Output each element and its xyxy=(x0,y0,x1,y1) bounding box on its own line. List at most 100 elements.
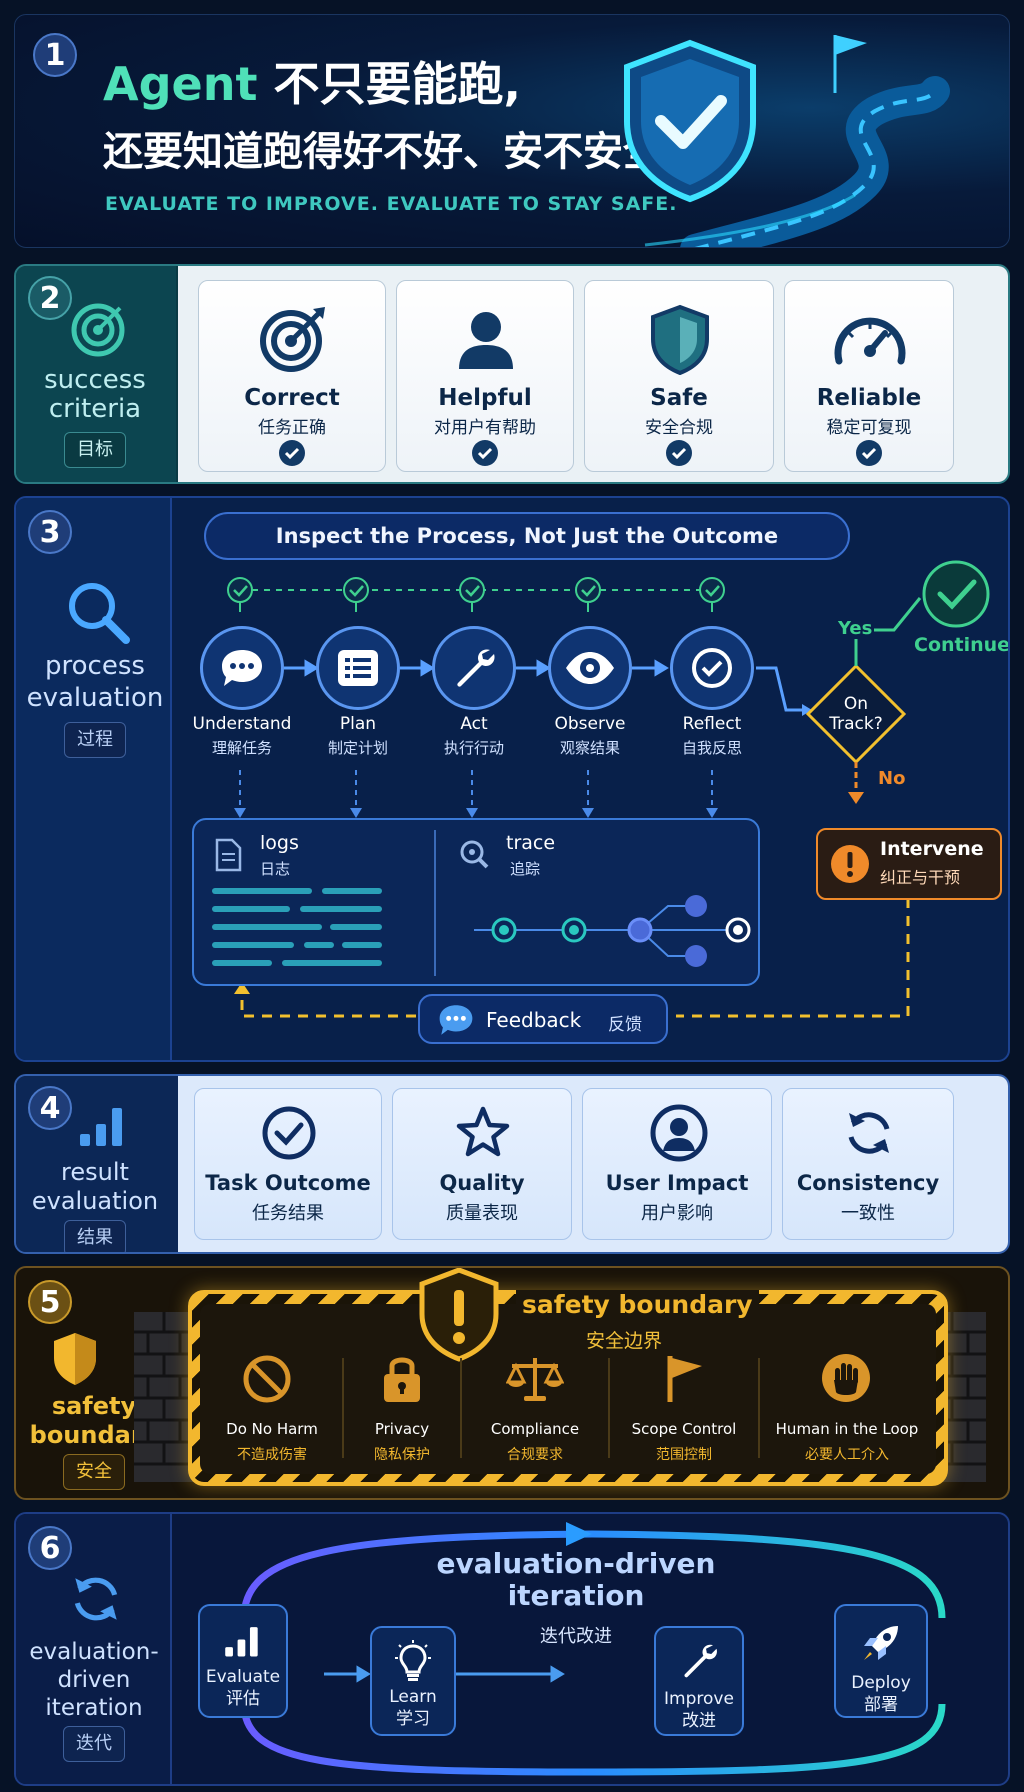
user-circle-icon xyxy=(650,1104,708,1162)
bar-chart-icon xyxy=(225,1627,258,1657)
check-icon xyxy=(472,440,498,466)
card-caption: 稳定可复现 xyxy=(826,418,912,438)
target-icon xyxy=(71,303,125,357)
iteration-step-improve: Improve 改进 xyxy=(654,1626,744,1736)
feedback-title: Feedback xyxy=(486,1008,582,1032)
search-trace-icon xyxy=(460,840,489,869)
safety-item-title: Do No Harm xyxy=(226,1420,318,1438)
card-caption: 任务结果 xyxy=(252,1203,324,1224)
iteration-step-evaluate: Evaluate 评估 xyxy=(198,1604,288,1718)
bar-chart-icon xyxy=(80,1108,122,1146)
iteration-title-line2: iteration xyxy=(507,1579,645,1612)
no-label: No xyxy=(878,768,906,789)
safety-subtitle: 安全边界 xyxy=(586,1330,663,1352)
page-title: Agent 不只要能跑, xyxy=(103,55,521,113)
result-evaluation-section: 4 result evaluation 结果 Task Outcome 任务结果… xyxy=(14,1074,1010,1254)
iteration-step-deploy: Deploy 部署 xyxy=(834,1604,928,1718)
section-label: result evaluation 结果 xyxy=(20,1158,170,1252)
refresh-icon xyxy=(74,1577,118,1621)
log-lines xyxy=(212,888,382,966)
chat-icon xyxy=(439,1005,473,1035)
check-circle-icon xyxy=(262,1106,316,1160)
section-label-text: process evaluation xyxy=(26,651,164,713)
panel-divider xyxy=(434,830,436,976)
magnifier-icon xyxy=(69,583,130,644)
check-icon xyxy=(856,440,882,466)
step-caption: 执行行动 xyxy=(443,739,504,757)
star-icon xyxy=(456,1106,510,1157)
result-card-quality: Quality 质量表现 xyxy=(392,1088,572,1240)
criteria-card-correct: Correct 任务正确 xyxy=(198,280,386,472)
section-number: 1 xyxy=(33,33,77,77)
intervene-caption: 纠正与干预 xyxy=(880,868,961,887)
shield-icon xyxy=(54,1333,96,1385)
brick-wall-left xyxy=(134,1312,198,1482)
result-card-consistency: Consistency 一致性 xyxy=(782,1088,954,1240)
safety-item-title: Scope Control xyxy=(631,1420,737,1438)
trace-graph xyxy=(474,895,751,967)
hand-icon xyxy=(822,1354,870,1402)
iteration-step-learn: Learn 学习 xyxy=(370,1626,456,1736)
check-icon xyxy=(279,440,305,466)
section-chip: 迭代 xyxy=(63,1726,125,1762)
result-card-user-impact: User Impact 用户影响 xyxy=(582,1088,772,1240)
yes-label: Yes xyxy=(836,618,875,639)
wrench-icon xyxy=(457,649,495,687)
wrench-icon xyxy=(684,1644,717,1678)
lightbulb-icon xyxy=(395,1640,431,1681)
step-title: Observe xyxy=(554,714,626,734)
step-caption: 改进 xyxy=(682,1711,716,1731)
ban-icon xyxy=(243,1355,291,1403)
card-caption: 用户影响 xyxy=(641,1203,713,1224)
check-circle-icon xyxy=(692,648,732,688)
trace-caption: 追踪 xyxy=(510,860,541,878)
section-chip: 过程 xyxy=(64,722,126,758)
flag-icon xyxy=(667,1356,702,1402)
safety-boundary-inner xyxy=(200,1304,936,1474)
step-label: Understand 理解任务 xyxy=(180,714,304,758)
section-number: 6 xyxy=(28,1526,72,1570)
section-label-text: result evaluation xyxy=(31,1158,159,1215)
logs-trace-panel xyxy=(192,818,760,986)
safety-title: safety boundary xyxy=(516,1290,759,1319)
card-title: Reliable xyxy=(816,385,922,411)
step-title: Plan xyxy=(339,714,377,734)
criteria-card-reliable: Reliable 稳定可复现 xyxy=(784,280,954,472)
title-accent: Agent xyxy=(103,57,258,111)
target-icon xyxy=(260,307,325,372)
gauge-icon xyxy=(834,317,906,365)
logs-caption: 日志 xyxy=(260,860,291,878)
step-title: Act xyxy=(460,714,488,734)
page-title-line2: 还要知道跑得好不好、安不安全 xyxy=(103,129,663,175)
criteria-card-helpful: Helpful 对用户有帮助 xyxy=(396,280,574,472)
decision-label: On Track? xyxy=(829,694,883,734)
trace-title: trace xyxy=(506,832,556,854)
list-icon xyxy=(338,650,378,686)
step-title: Deploy xyxy=(851,1673,911,1693)
safety-item-caption: 范围控制 xyxy=(656,1447,712,1463)
safety-item-caption: 隐私保护 xyxy=(374,1447,430,1463)
safety-item-title: Privacy xyxy=(374,1420,430,1438)
section-number: 5 xyxy=(28,1280,72,1324)
card-title: Helpful xyxy=(438,385,532,411)
result-card-task-outcome: Task Outcome 任务结果 xyxy=(194,1088,382,1240)
card-title: Consistency xyxy=(796,1171,940,1195)
iteration-section: 6 evaluation-driven iteration 迭代 evaluat… xyxy=(14,1512,1010,1786)
header-section: 1 Agent 不只要能跑, 还要知道跑得好不好、安不安全 EVALUATE T… xyxy=(14,14,1010,248)
document-icon xyxy=(215,838,242,872)
iteration-subtitle: 迭代改进 xyxy=(540,1626,612,1647)
iteration-title-line1: evaluation-driven xyxy=(436,1547,716,1580)
step-caption: 理解任务 xyxy=(211,739,272,757)
card-title: Quality xyxy=(439,1171,525,1195)
check-icon xyxy=(666,440,692,466)
section-number: 2 xyxy=(28,276,72,320)
section-number: 3 xyxy=(28,510,72,554)
step-label: Plan 制定计划 xyxy=(296,714,420,758)
divider xyxy=(608,1358,610,1458)
card-caption: 质量表现 xyxy=(446,1203,518,1224)
card-title: User Impact xyxy=(605,1171,749,1195)
safety-item-caption: 不造成伤害 xyxy=(237,1447,307,1463)
section-chip: 目标 xyxy=(64,432,126,468)
user-icon xyxy=(459,312,513,369)
success-criteria-section: 2 success criteria 目标 Correct 任务正确 Helpf… xyxy=(14,264,1010,484)
